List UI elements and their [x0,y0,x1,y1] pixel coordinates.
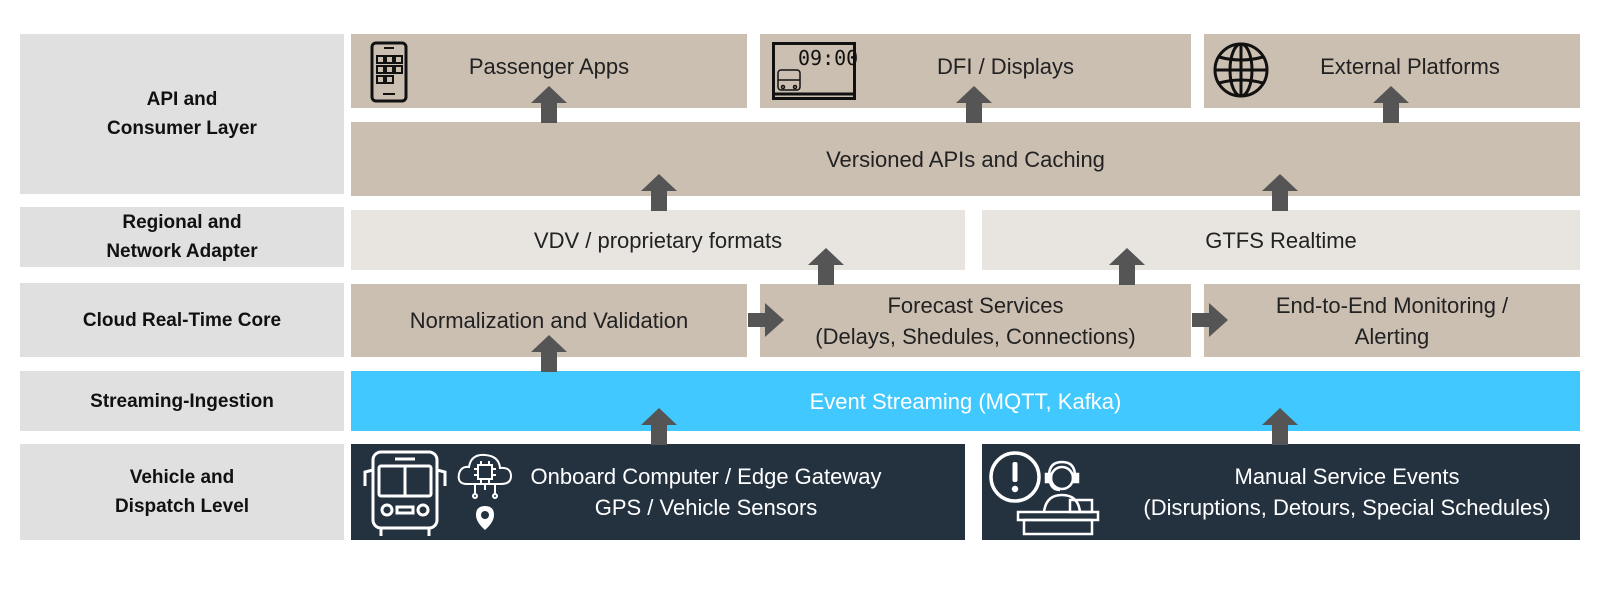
arrow-onboard-to-stream [641,408,677,445]
normalization-box: Normalization and Validation [351,284,747,357]
arrow-manual-to-stream [1262,408,1298,445]
location-pin-icon [476,506,494,530]
globe-icon [1213,42,1269,98]
bus-display-icon: 09:00 [772,42,859,100]
arrow-gtfs-to-api [1262,174,1298,211]
monitoring-box: End-to-End Monitoring / Alerting [1204,284,1580,357]
layer-label-api: API and Consumer Layer [20,34,344,194]
arrow-vdv-to-api [641,174,677,211]
dfi-clock: 09:00 [798,46,859,70]
layer-label-vehicle: Vehicle and Dispatch Level [20,444,344,540]
onboard-computer-label: Onboard Computer / Edge Gateway GPS / Ve… [530,464,882,520]
arrow-forecast-to-vdv [808,248,844,285]
layer-label-streaming: Streaming-Ingestion [20,371,344,431]
manual-service-events-label: Manual Service Events (Disruptions, Deto… [1143,464,1551,520]
dfi-displays-label: DFI / Displays [937,54,1074,79]
arrow-api-to-dfi [956,86,992,123]
passenger-apps-label: Passenger Apps [468,54,630,79]
vdv-adapter-box: VDV / proprietary formats [351,210,965,270]
versioned-apis-box: Versioned APIs and Caching [351,122,1580,196]
bus-icon [363,450,447,536]
smartphone-icon [370,41,408,103]
external-platforms-label: External Platforms [1320,54,1500,79]
event-streaming-box: Event Streaming (MQTT, Kafka) [351,371,1580,431]
operator-desk-icon [1016,460,1100,536]
layer-label-core: Cloud Real-Time Core [20,283,344,357]
manual-service-events-box: Manual Service Events (Disruptions, Deto… [982,444,1580,540]
alert-icon [989,451,1041,503]
arrow-api-to-passenger [531,86,567,123]
gtfs-realtime-box: GTFS Realtime [982,210,1580,270]
arrow-api-to-external [1373,86,1409,123]
arrow-forecast-to-monitoring [1192,303,1228,337]
cloud-chip-icon [457,453,513,499]
arrow-normalization-to-forecast [748,303,784,337]
layer-label-regional: Regional and Network Adapter [20,207,344,267]
forecast-services-box: Forecast Services (Delays, Shedules, Con… [760,284,1191,357]
arrow-forecast-to-gtfs [1109,248,1145,285]
onboard-computer-box: Onboard Computer / Edge Gateway GPS / Ve… [351,444,965,540]
arrow-stream-to-normalization [531,335,567,372]
